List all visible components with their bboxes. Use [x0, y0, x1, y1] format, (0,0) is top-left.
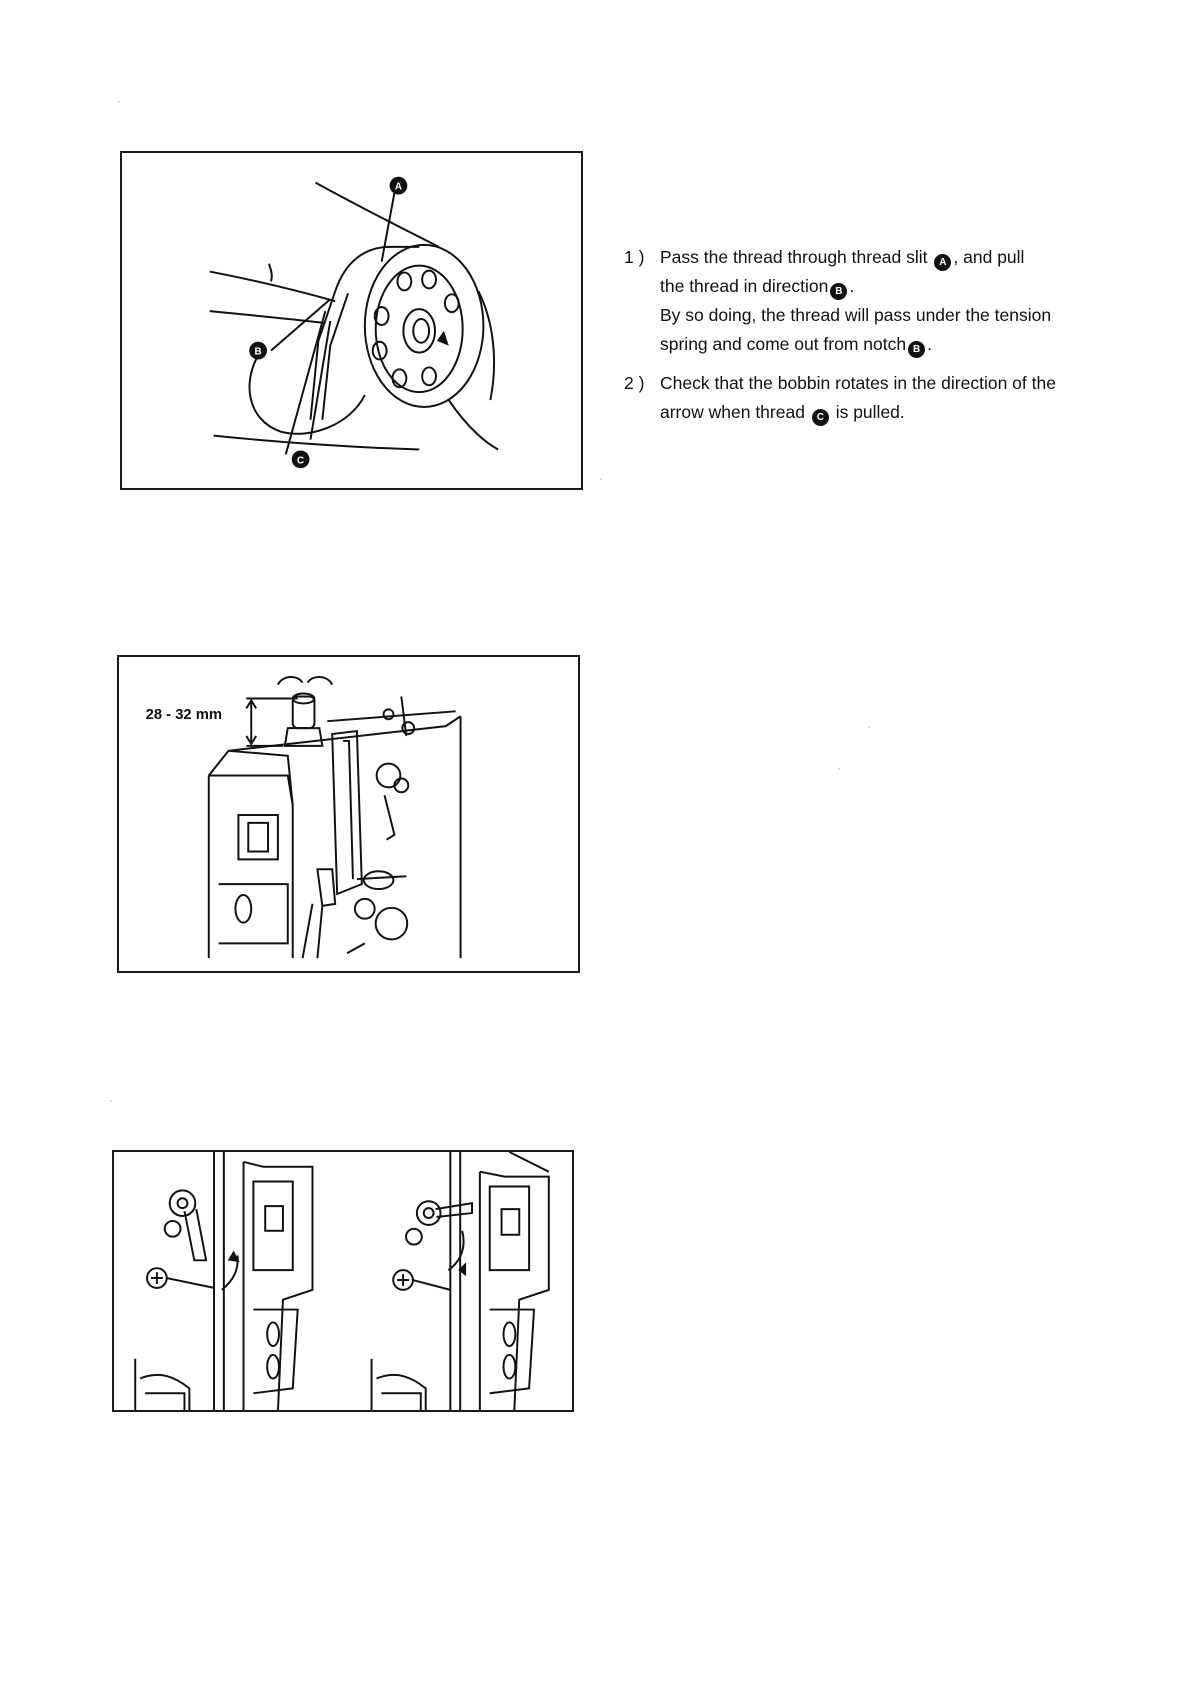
- callout-c: C: [297, 455, 304, 466]
- bobbin-threading-drawing: A B C: [122, 153, 581, 488]
- step-1-line-2-end: .: [849, 276, 854, 296]
- threading-instructions: 1 ) Pass the thread through thread slit …: [624, 243, 1104, 437]
- mark-b-icon: B: [830, 283, 847, 300]
- thread-guide-drawing: [114, 1152, 572, 1410]
- step-1-line-2-text: the thread in direction: [660, 276, 828, 296]
- scan-speck: [600, 478, 602, 480]
- tension-post-drawing: 28 - 32 mm: [119, 657, 578, 971]
- scan-speck: [838, 768, 840, 770]
- step-2-line-2-end: is pulled.: [836, 402, 905, 422]
- step-1-line-4-text: spring and come out from notch: [660, 334, 906, 354]
- mark-b-icon: B: [908, 341, 925, 358]
- dimension-label: 28 - 32 mm: [146, 707, 223, 723]
- tension-post-figure: 28 - 32 mm: [117, 655, 580, 973]
- mark-a-icon: A: [934, 254, 951, 271]
- thread-guide-figure: [112, 1150, 574, 1412]
- callout-a: A: [395, 182, 402, 193]
- step-number: 1 ): [624, 243, 644, 272]
- instruction-step-1: 1 ) Pass the thread through thread slit …: [624, 243, 1104, 359]
- step-1-line-1-text: Pass the thread through thread slit: [660, 247, 928, 267]
- step-1-line-1: Pass the thread through thread slit A, a…: [660, 243, 1104, 272]
- step-2-line-2-text: arrow when thread: [660, 402, 805, 422]
- scan-speck: [868, 726, 870, 728]
- scan-speck: [118, 101, 120, 103]
- step-1-line-1-end: , and pull: [953, 247, 1024, 267]
- bobbin-threading-figure: A B C: [120, 151, 583, 490]
- step-2-line-2: arrow when thread C is pulled.: [660, 398, 1104, 427]
- step-2-line-1: Check that the bobbin rotates in the dir…: [660, 369, 1104, 398]
- step-number: 2 ): [624, 369, 644, 398]
- mark-c-icon: C: [812, 409, 829, 426]
- step-1-line-3: By so doing, the thread will pass under …: [660, 301, 1104, 330]
- step-1-line-4-end: .: [927, 334, 932, 354]
- scan-speck: [110, 1100, 112, 1102]
- instruction-step-2: 2 ) Check that the bobbin rotates in the…: [624, 369, 1104, 427]
- callout-b: B: [255, 347, 262, 358]
